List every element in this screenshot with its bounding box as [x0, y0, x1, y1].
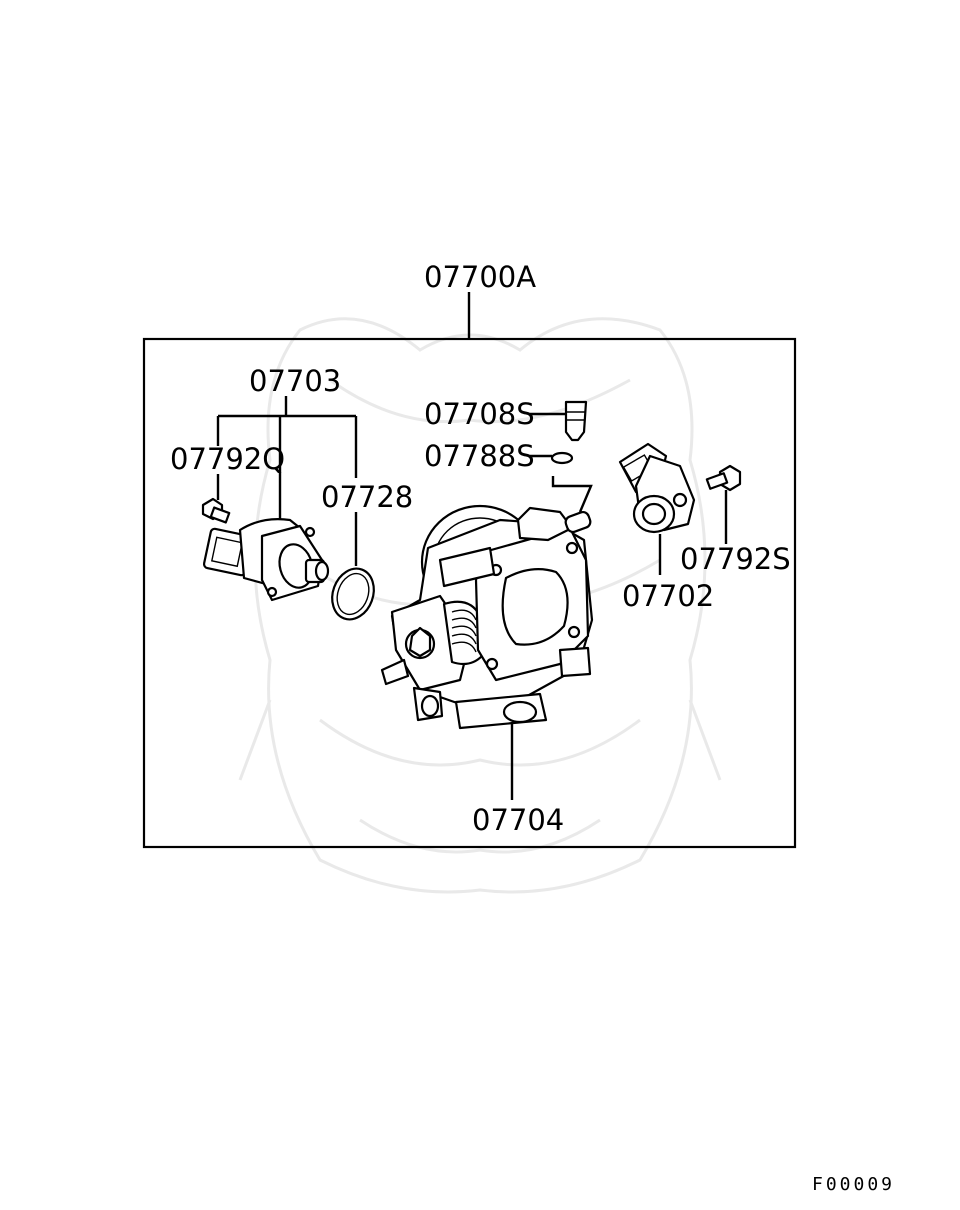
label-tps[interactable]: 07702	[622, 579, 714, 613]
label-assembly[interactable]: 07700A	[424, 260, 536, 294]
throttle-body-part	[380, 504, 594, 730]
label-isc-valve[interactable]: 07703	[249, 364, 341, 398]
o-ring-inner	[336, 572, 370, 616]
fitting-ring-part	[550, 451, 574, 465]
screw-tps-part	[705, 464, 742, 492]
fitting-part	[564, 400, 588, 442]
fitting-ring-guide	[551, 476, 593, 513]
tps-part	[618, 442, 696, 534]
label-fitting[interactable]: 07708S	[424, 397, 535, 431]
label-fitting-ring[interactable]: 07788S	[424, 439, 535, 473]
screw-isc-part	[201, 497, 231, 524]
figure-code: F00009	[812, 1174, 895, 1195]
label-o-ring[interactable]: 07728	[321, 480, 413, 514]
o-ring-part	[331, 567, 375, 621]
label-screw-tps[interactable]: 07792S	[680, 542, 791, 576]
isc-bracket	[216, 396, 358, 566]
isc-valve-part	[202, 518, 330, 602]
label-screw-isc[interactable]: 07792Q	[170, 442, 285, 476]
label-throttle-body[interactable]: 07704	[472, 803, 564, 837]
